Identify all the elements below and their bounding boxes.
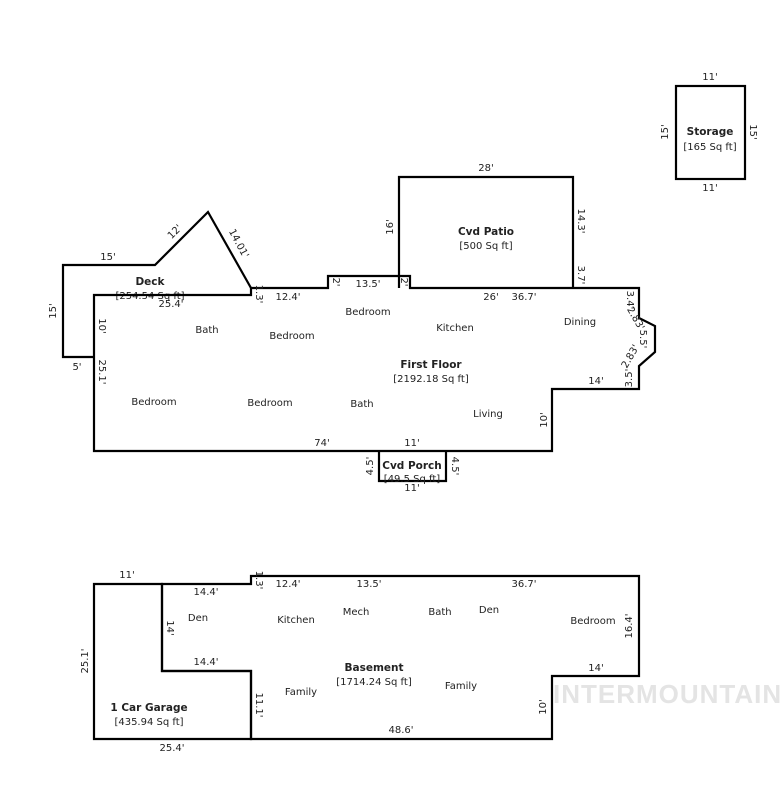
first-floor-size: [2192.18 Sq ft]	[393, 374, 469, 385]
dim-label: 1.3'	[253, 571, 264, 590]
room-label: Bath	[195, 325, 218, 336]
dim-label: 14.3'	[575, 208, 586, 233]
garage-size: [435.94 Sq ft]	[114, 717, 183, 728]
dim-label: 11'	[119, 570, 134, 581]
first-floor-outline	[92, 274, 657, 453]
dim-label: 1.3'	[253, 285, 264, 304]
dim-label: 14.4'	[193, 587, 218, 598]
basement-outline	[160, 574, 641, 741]
basement-title: Basement	[344, 662, 403, 674]
dim-label: 3.4'	[624, 291, 635, 310]
dim-label: 25.1'	[96, 359, 107, 384]
basement-area: Basement [1714.24 Sq ft] 1.3' 12.4' 13.5…	[160, 571, 641, 741]
dim-label: 36.7'	[511, 579, 536, 590]
dim-label: 11'	[404, 483, 419, 494]
cvd-patio-size: [500 Sq ft]	[459, 241, 512, 252]
deck-outline	[61, 210, 252, 359]
dim-label: 14.4'	[193, 657, 218, 668]
dim-label: 74'	[314, 438, 329, 449]
room-label: Den	[188, 613, 208, 624]
dim-label: 14'	[588, 376, 603, 387]
dim-label: 16'	[385, 219, 396, 234]
dim-label: 14'	[588, 663, 603, 674]
dim-label: 3.5'	[624, 369, 635, 388]
room-label: Den	[479, 605, 499, 616]
basement-size: [1714.24 Sq ft]	[336, 677, 412, 688]
dim-label: 12.4'	[275, 579, 300, 590]
dim-label: 25.4'	[158, 299, 183, 310]
dim-label: 48.6'	[388, 725, 413, 736]
room-label: Family	[285, 687, 317, 698]
watermark: INTERMOUNTAIN	[553, 679, 781, 709]
dim-label: 5.5'	[637, 330, 648, 349]
dim-label: 14'	[164, 620, 175, 635]
room-label: Kitchen	[277, 615, 315, 626]
dim-label: 15'	[660, 124, 671, 139]
first-floor-title: First Floor	[400, 359, 462, 371]
dim-label: 15'	[747, 124, 758, 139]
cvd-porch-outline	[377, 451, 448, 483]
room-label: Bath	[350, 399, 373, 410]
dim-label: 11'	[702, 183, 717, 194]
dim-label: 3.7'	[575, 266, 586, 285]
dim-label: 11'	[702, 72, 717, 83]
room-label: Kitchen	[436, 323, 474, 334]
storage-area: Storage [165 Sq ft] 11' 15' 15' 11'	[660, 72, 758, 194]
dim-label: 10'	[539, 412, 550, 427]
garage-title: 1 Car Garage	[110, 702, 187, 714]
dim-label: 4.5'	[449, 457, 460, 476]
deck-title: Deck	[135, 276, 165, 288]
storage-title: Storage	[687, 126, 734, 138]
dim-label: 11'	[404, 438, 419, 449]
dim-label: 13.5'	[355, 279, 380, 290]
room-label: Family	[445, 681, 477, 692]
dim-label: 2'	[398, 277, 409, 286]
dim-label: 25.1'	[80, 648, 91, 673]
dim-label: 14.01'	[226, 227, 250, 260]
dim-label: 13.5'	[356, 579, 381, 590]
dim-label: 15'	[100, 252, 115, 263]
dim-label: 26'	[483, 292, 498, 303]
dim-label: 2'	[330, 277, 341, 286]
dim-label: 16.4'	[624, 613, 635, 638]
storage-outline	[674, 84, 747, 181]
dim-label: 15'	[48, 303, 59, 318]
room-label: Bedroom	[570, 616, 615, 627]
storage-size: [165 Sq ft]	[683, 142, 736, 153]
dim-label: 28'	[478, 163, 493, 174]
garage-area: 1 Car Garage [435.94 Sq ft] 11' 25.1' 25…	[80, 570, 253, 754]
dim-label: 10'	[96, 318, 107, 333]
room-label: Bedroom	[269, 331, 314, 342]
room-label: Mech	[343, 607, 370, 618]
cvd-patio-area: Cvd Patio [500 Sq ft] 28' 16' 14.3' 3.7'	[385, 163, 586, 288]
cvd-patio-outline	[397, 175, 575, 288]
dim-label: 11.1'	[253, 692, 264, 717]
deck-size: [254.54 Sq ft]	[115, 291, 184, 302]
cvd-porch-area: Cvd Porch [49.5 Sq ft] 4.5' 4.5' 11'	[365, 451, 460, 494]
dim-label: 4.5'	[365, 457, 376, 476]
room-label: Bedroom	[247, 398, 292, 409]
room-label: Bedroom	[131, 397, 176, 408]
deck-area: Deck [254.54 Sq ft] 15' 12' 14.01' 15' 5…	[48, 210, 252, 373]
cvd-porch-size: [49.5 Sq ft]	[384, 474, 440, 485]
room-label: Bedroom	[345, 307, 390, 318]
dim-label: 12.4'	[275, 292, 300, 303]
cvd-porch-title: Cvd Porch	[382, 460, 442, 472]
cvd-patio-title: Cvd Patio	[458, 226, 514, 238]
dim-label: 36.7'	[511, 292, 536, 303]
room-label: Dining	[564, 317, 596, 328]
room-label: Bath	[428, 607, 451, 618]
garage-outline	[92, 582, 253, 741]
dim-label: 10'	[538, 699, 549, 714]
dim-label: 5'	[72, 362, 81, 373]
room-label: Living	[473, 409, 503, 420]
dim-label: 25.4'	[159, 743, 184, 754]
